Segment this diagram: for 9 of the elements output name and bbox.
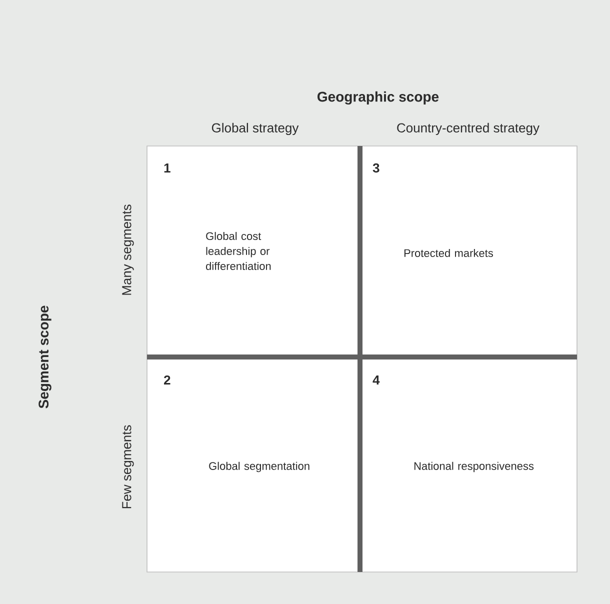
row-heading: Few segments [122, 425, 134, 508]
row-heading: Many segments [122, 204, 134, 295]
quadrant-box: 3 Protected markets [360, 146, 578, 358]
axis-title: Geographic scope [318, 91, 439, 105]
axis-title: Segment scope [38, 306, 52, 408]
quadrant-box: 2 Global segmentation [146, 356, 360, 572]
quadrant-box: 1 Global cost leadership or differentiation [146, 146, 360, 358]
column-heading: Country-centred strategy [397, 122, 540, 136]
quadrant-box: 4 National responsiveness [360, 356, 578, 572]
